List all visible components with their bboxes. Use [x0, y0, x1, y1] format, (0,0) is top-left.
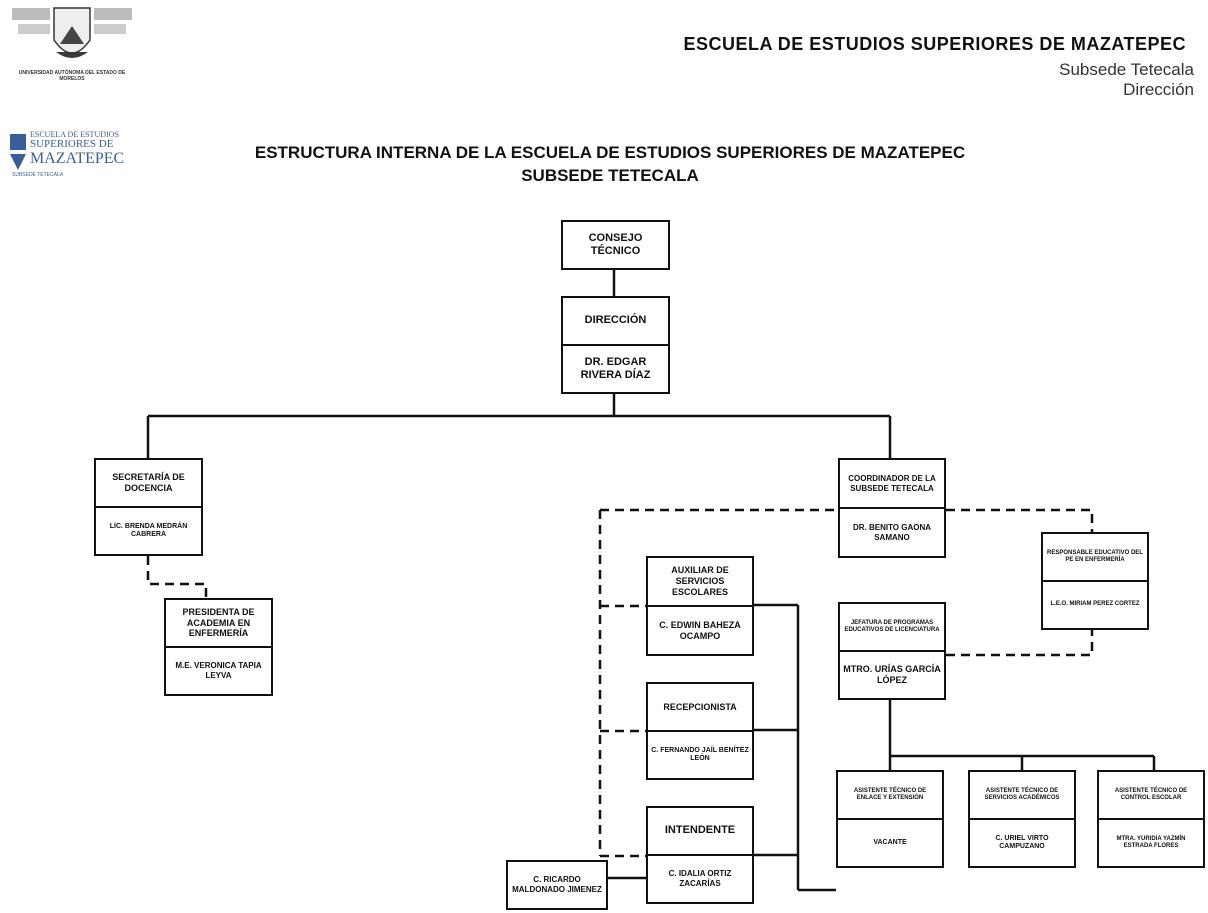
org-box-name: DR. BENITO GAONA SAMANO: [840, 507, 944, 556]
title-line-1: ESTRUCTURA INTERNA DE LA ESCUELA DE ESTU…: [254, 143, 966, 162]
org-box-direccion: DIRECCIÓN DR. EDGAR RIVERA DÍAZ: [561, 296, 670, 394]
emblem-icon: [10, 134, 26, 170]
org-box-responsable-educativo: RESPONSABLE EDUCATIVO DEL PE EN ENFERMER…: [1041, 532, 1149, 630]
logo-line-1: ESCUELA DE ESTUDIOS: [30, 130, 119, 139]
org-box-name: L.E.O. MIRIAM PEREZ CORTEZ: [1043, 580, 1147, 628]
school-name: ESCUELA DE ESTUDIOS SUPERIORES DE MAZATE…: [683, 34, 1186, 54]
uaem-logo: UNIVERSIDAD AUTÓNOMA DEL ESTADO DE MOREL…: [8, 4, 136, 88]
org-box-name: MTRA. YURIDIA YAZMÍN ESTRADA FLORES: [1099, 818, 1203, 866]
org-box-secretaria-docencia: SECRETARÍA DE DOCENCIA LIC. BRENDA MEDRÁ…: [94, 458, 203, 556]
org-box-name: M.E. VERONICA TAPIA LEYVA: [166, 646, 271, 694]
org-box-asistente-enlace: ASISTENTE TÉCNICO DE ENLACE Y EXTENSIÓN …: [836, 770, 944, 868]
dashed-connector: [146, 556, 208, 598]
org-box-auxiliar-servicios: AUXILIAR DE SERVICIOS ESCOLARES C. EDWIN…: [646, 556, 754, 656]
ees-mazatepec-logo: ESCUELA DE ESTUDIOS SUPERIORES DE MAZATE…: [8, 128, 142, 182]
title-line-2: SUBSEDE TETECALA: [521, 166, 699, 185]
logo-line-2: SUPERIORES DE: [30, 138, 114, 150]
org-box-asistente-servicios: ASISTENTE TÉCNICO DE SERVICIOS ACADÉMICO…: [968, 770, 1076, 868]
org-box-title: ASISTENTE TÉCNICO DE CONTROL ESCOLAR: [1114, 787, 1188, 801]
org-box-name: DR. EDGAR RIVERA DÍAZ: [563, 344, 668, 392]
org-box-asistente-control: ASISTENTE TÉCNICO DE CONTROL ESCOLAR MTR…: [1097, 770, 1205, 868]
org-box-title: DIRECCIÓN: [584, 314, 647, 327]
org-box-intendente: INTENDENTE C. IDALIA ORTIZ ZACARÍAS: [646, 806, 754, 904]
org-box-name: C. EDWIN BAHEZA OCAMPO: [648, 605, 752, 654]
org-box-title: JEFATURA DE PROGRAMAS EDUCATIVOS DE LICE…: [844, 619, 940, 633]
document-title: ESTRUCTURA INTERNA DE LA ESCUELA DE ESTU…: [190, 143, 1030, 186]
org-box-coordinador-subsede: COORDINADOR DE LA SUBSEDE TETECALA DR. B…: [838, 458, 946, 558]
dashed-connector: [946, 508, 1094, 532]
org-box-presidenta-academia: PRESIDENTA DE ACADEMIA EN ENFERMERÍA M.E…: [164, 598, 273, 696]
org-box-jefatura-programas: JEFATURA DE PROGRAMAS EDUCATIVOS DE LICE…: [838, 602, 946, 700]
logo-line-3: MAZATEPEC: [30, 150, 125, 167]
org-box-title: AUXILIAR DE SERVICIOS ESCOLARES: [671, 565, 729, 597]
institution-caption: UNIVERSIDAD AUTÓNOMA DEL ESTADO DE MOREL…: [18, 70, 126, 82]
org-box-name: VACANTE: [838, 818, 942, 866]
org-box-title: ASISTENTE TÉCNICO DE ENLACE Y EXTENSIÓN: [853, 787, 927, 801]
org-box-recepcionista: RECEPCIONISTA C. FERNANDO JAÍL BENÍTEZ L…: [646, 682, 754, 780]
org-box-name: C. IDALIA ORTIZ ZACARÍAS: [648, 854, 752, 902]
org-box-ricardo: C. RICARDO MALDONADO JIMENEZ: [506, 860, 608, 910]
org-box-consejo-tecnico: CONSEJO TÉCNICO: [561, 220, 670, 270]
org-box-name: C. RICARDO MALDONADO JIMENEZ: [512, 875, 602, 894]
crest-icon: [12, 7, 132, 58]
org-box-name: MTRO. URÍAS GARCÍA LÓPEZ: [840, 650, 944, 698]
org-box-title: RECEPCIONISTA: [663, 701, 737, 712]
office-label: Dirección: [1123, 80, 1194, 99]
org-box-title: ASISTENTE TÉCNICO DE SERVICIOS ACADÉMICO…: [984, 787, 1060, 801]
subsede-label: Subsede Tetecala: [1059, 60, 1194, 79]
org-box-title: PRESIDENTA DE ACADEMIA EN ENFERMERÍA: [182, 606, 255, 639]
org-box-title: INTENDENTE: [664, 824, 736, 837]
org-box-title: COORDINADOR DE LA SUBSEDE TETECALA: [848, 473, 936, 493]
org-box-title: SECRETARÍA DE DOCENCIA: [112, 472, 185, 493]
org-box-title: RESPONSABLE EDUCATIVO DEL PE EN ENFERMER…: [1047, 549, 1143, 563]
org-box-title: CONSEJO TÉCNICO: [588, 231, 643, 257]
org-box-name: LIC. BRENDA MEDRÁN CABRERA: [96, 506, 201, 554]
org-box-name: C. URIEL VIRTO CAMPUZANO: [970, 818, 1074, 866]
org-box-name: C. FERNANDO JAÍL BENÍTEZ LEÓN: [648, 730, 752, 778]
logo-line-4: SUBSEDE TETECALA: [12, 172, 64, 178]
dashed-connector: [946, 630, 1094, 657]
